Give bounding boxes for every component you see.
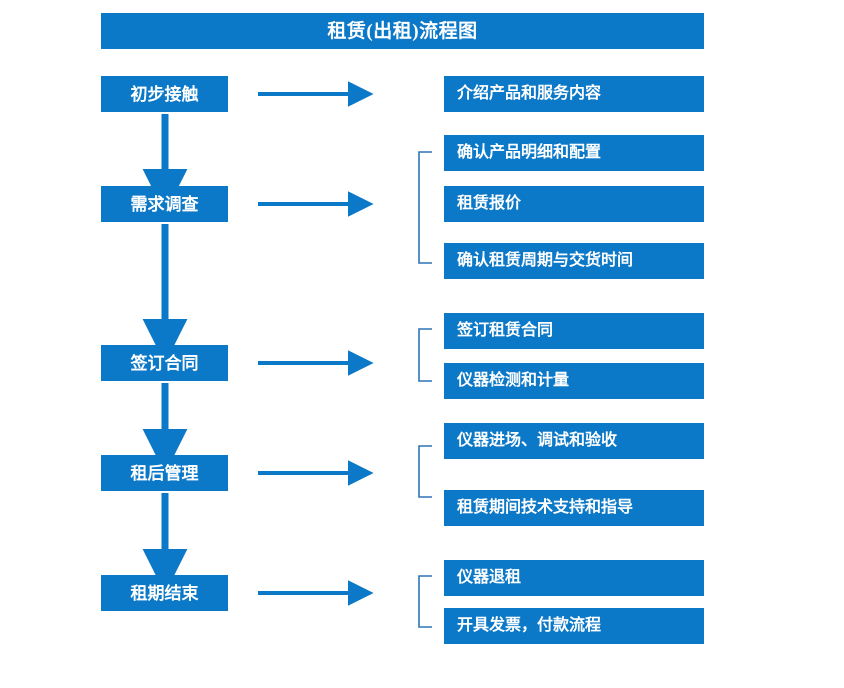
stage-box-zu-hou-guan-li[interactable]: 租后管理	[101, 455, 228, 491]
stage-label: 租后管理	[130, 463, 199, 483]
stage-label: 签订合同	[130, 353, 199, 373]
stage-box-chu-bu-jie-chu[interactable]: 初步接触	[101, 76, 228, 112]
detail-box-kai-ju-fa-piao[interactable]: 开具发票，付款流程	[444, 608, 704, 644]
bracket-group-3	[418, 328, 432, 382]
stage-label: 租期结束	[130, 583, 199, 603]
bracket-group-4	[418, 445, 432, 498]
detail-label: 租赁期间技术支持和指导	[457, 499, 634, 516]
stage-box-xu-qiu-diao-cha[interactable]: 需求调查	[101, 186, 228, 222]
stage-box-zu-qi-jie-shu[interactable]: 租期结束	[101, 575, 228, 611]
detail-box-ji-shu-zhi-chi[interactable]: 租赁期间技术支持和指导	[444, 490, 704, 526]
detail-box-jie-shao-chan-pin[interactable]: 介绍产品和服务内容	[444, 76, 704, 112]
diagram-title-bar: 租赁(出租)流程图	[101, 13, 704, 49]
bracket-group-2	[418, 151, 432, 264]
diagram-title: 租赁(出租)流程图	[327, 20, 478, 42]
detail-box-zu-lin-bao-jia[interactable]: 租赁报价	[444, 186, 704, 222]
detail-label: 仪器检测和计量	[457, 372, 570, 389]
stage-label: 需求调查	[130, 194, 199, 214]
detail-label: 仪器进场、调试和验收	[457, 432, 618, 449]
stage-label: 初步接触	[130, 84, 199, 104]
detail-label: 介绍产品和服务内容	[457, 85, 602, 102]
detail-label: 确认产品明细和配置	[457, 144, 602, 161]
detail-box-yi-qi-tui-zu[interactable]: 仪器退租	[444, 560, 704, 596]
detail-label: 签订租赁合同	[457, 322, 554, 339]
detail-label: 确认租赁周期与交货时间	[457, 252, 634, 269]
stage-box-qian-ding-he-tong[interactable]: 签订合同	[101, 345, 228, 381]
detail-box-yi-qi-jin-chang[interactable]: 仪器进场、调试和验收	[444, 423, 704, 459]
detail-label: 仪器退租	[457, 569, 522, 586]
detail-label: 开具发票，付款流程	[457, 617, 602, 634]
detail-label: 租赁报价	[457, 195, 522, 212]
detail-box-qian-ding-zu-lin-he-tong[interactable]: 签订租赁合同	[444, 313, 704, 349]
detail-box-que-ren-chan-pin[interactable]: 确认产品明细和配置	[444, 135, 704, 171]
detail-box-que-ren-zhou-qi[interactable]: 确认租赁周期与交货时间	[444, 243, 704, 279]
detail-box-yi-qi-jian-ce[interactable]: 仪器检测和计量	[444, 363, 704, 399]
bracket-group-5	[418, 575, 432, 628]
